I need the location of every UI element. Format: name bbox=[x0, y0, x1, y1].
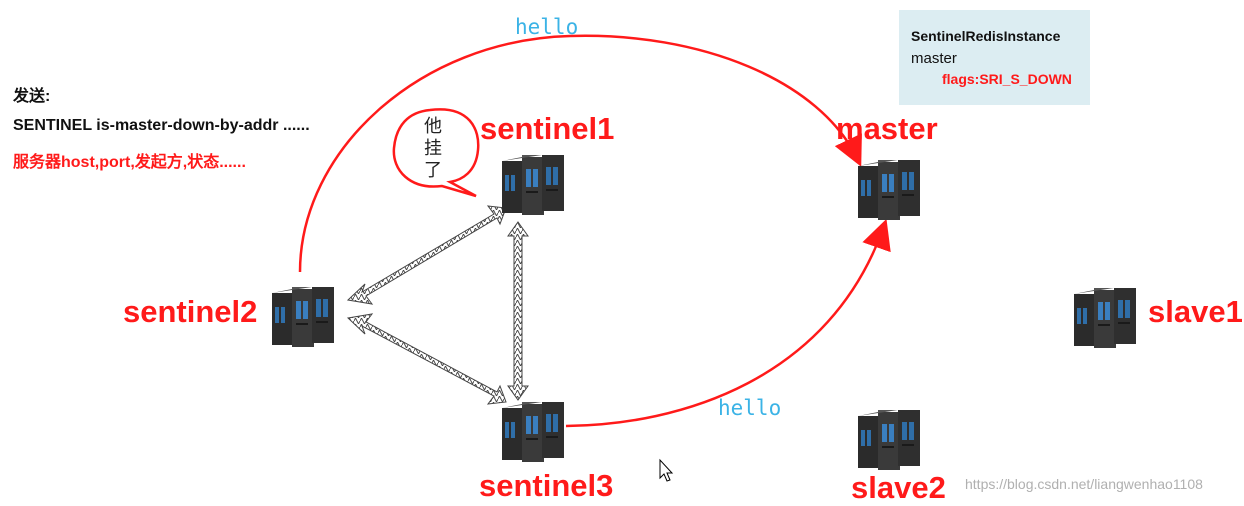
slave1-server-icon bbox=[1074, 288, 1136, 348]
slave1-label: slave1 bbox=[1148, 294, 1243, 329]
master-label: master bbox=[836, 111, 938, 146]
info-box-title: SentinelRedisInstance bbox=[911, 28, 1061, 44]
sentinel3-server-icon bbox=[502, 402, 564, 462]
bubble-char-1: 他 bbox=[424, 116, 442, 136]
hello-label-top: hello bbox=[515, 15, 579, 39]
sentinel2-server-icon bbox=[272, 287, 334, 347]
sentinel-redis-instance-box: SentinelRedisInstance master flags:SRI_S… bbox=[899, 10, 1090, 105]
hello-label-bottom: hello bbox=[718, 396, 782, 420]
mouse-cursor-icon bbox=[659, 458, 674, 482]
speech-bubble bbox=[392, 108, 480, 198]
sentinel-command-text: SENTINEL is-master-down-by-addr ...... bbox=[13, 117, 310, 134]
hello-arc-top bbox=[298, 34, 862, 273]
slave2-server-icon bbox=[858, 410, 920, 470]
sentinel1-server-icon bbox=[502, 155, 564, 215]
command-params-text: 服务器host,port,发起方,状态...... bbox=[13, 154, 246, 171]
slave2-label: slave2 bbox=[851, 470, 946, 505]
watermark: https://blog.csdn.net/liangwenhao1108 bbox=[965, 476, 1203, 492]
sentinel-link-2-1 bbox=[346, 205, 507, 305]
bubble-char-3: 了 bbox=[424, 160, 442, 180]
info-box-role: master bbox=[911, 50, 957, 67]
info-box-flags: flags:SRI_S_DOWN bbox=[942, 71, 1072, 87]
send-heading: 发送: bbox=[13, 88, 51, 105]
hello-arc-bottom bbox=[565, 218, 891, 428]
bubble-char-2: 挂 bbox=[424, 138, 442, 158]
master-server-icon bbox=[858, 160, 920, 220]
sentinel2-label: sentinel2 bbox=[123, 294, 258, 329]
sentinel-link-2-3 bbox=[346, 313, 507, 405]
sentinel-link-1-3 bbox=[507, 221, 529, 401]
sentinel1-label: sentinel1 bbox=[480, 111, 615, 146]
sentinel3-label: sentinel3 bbox=[479, 468, 614, 503]
